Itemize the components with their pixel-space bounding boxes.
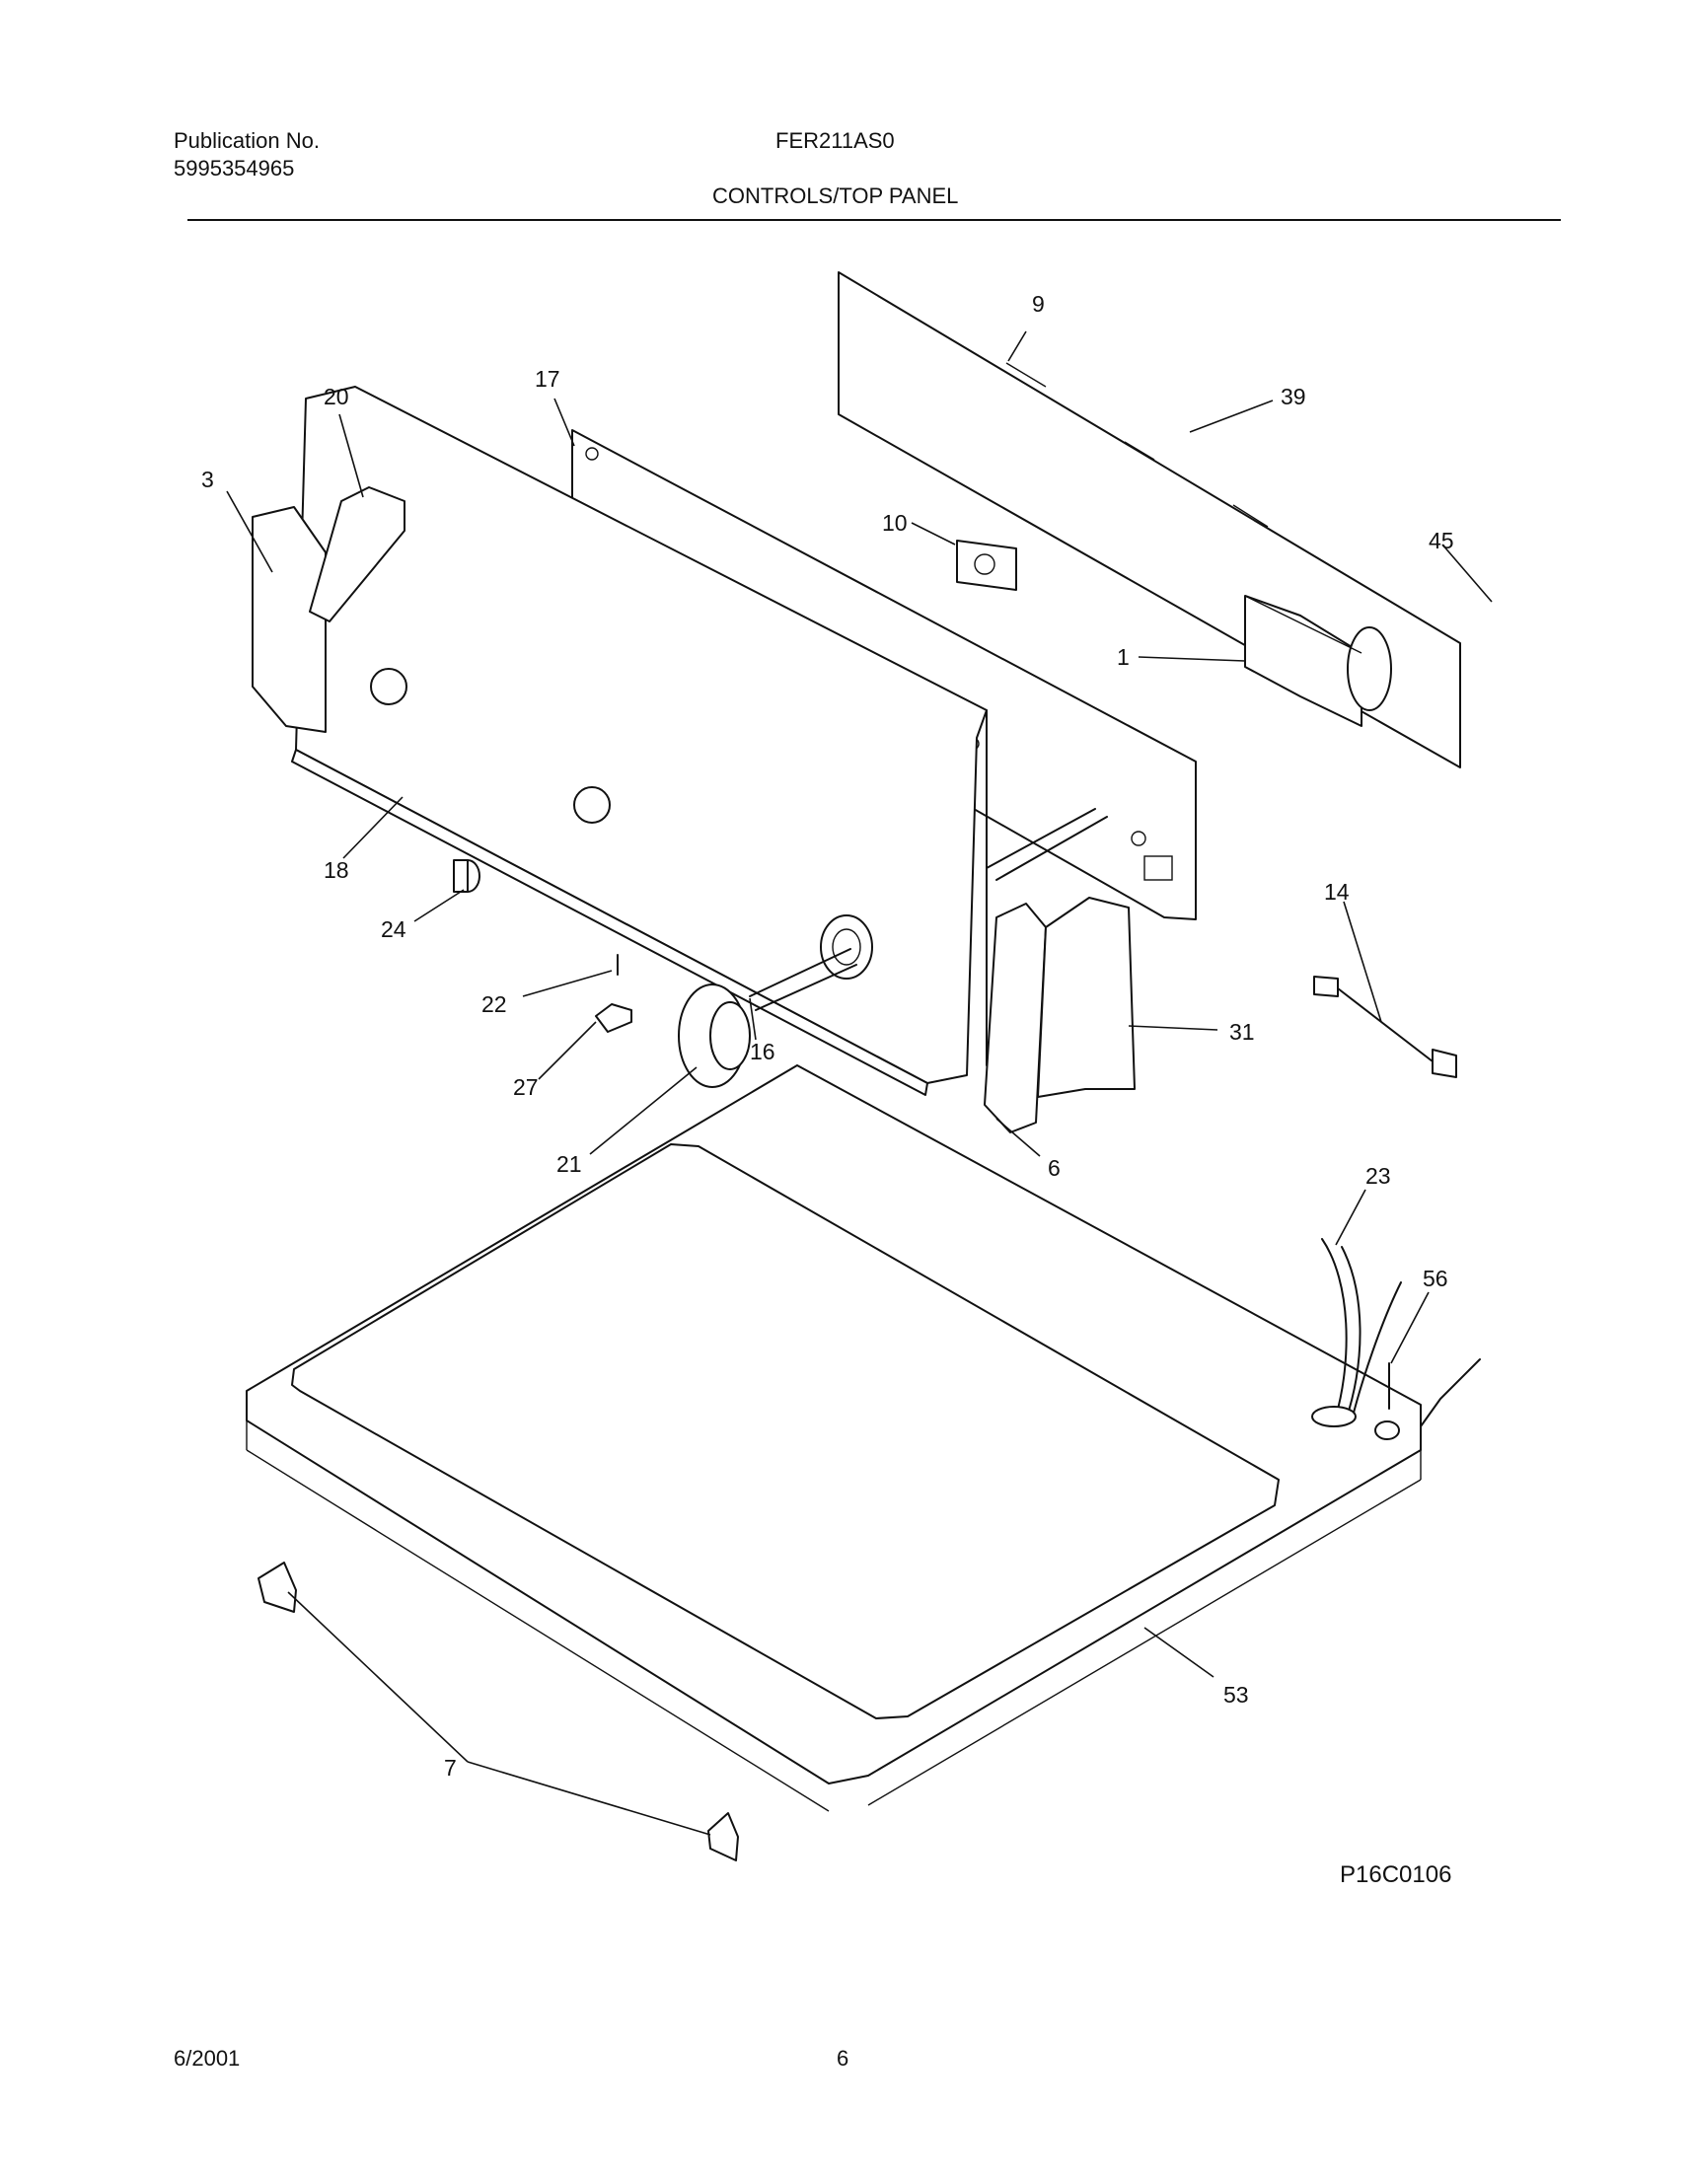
callout-39: 39 xyxy=(1281,384,1306,409)
page-number: 6 xyxy=(837,2046,849,2071)
wire-harness xyxy=(1311,1238,1481,1440)
callout-1: 1 xyxy=(1117,644,1130,670)
header-rule xyxy=(187,219,1561,221)
callout-21: 21 xyxy=(556,1151,582,1177)
model-number: FER211AS0 xyxy=(775,128,895,153)
callout-27: 27 xyxy=(513,1074,539,1100)
top-panel xyxy=(246,1064,1422,1812)
right-end-cap xyxy=(984,897,1136,1133)
timer xyxy=(1244,595,1392,727)
callout-7: 7 xyxy=(444,1755,457,1781)
callout-56: 56 xyxy=(1423,1266,1448,1291)
callout-45: 45 xyxy=(1429,528,1454,553)
footer-date: 6/2001 xyxy=(174,2046,241,2071)
callout-leaders xyxy=(226,330,1493,1836)
knobs-and-clips xyxy=(453,859,751,1088)
terminal-strip xyxy=(1313,976,1457,1078)
callout-10: 10 xyxy=(882,510,908,536)
callout-14: 14 xyxy=(1324,879,1350,905)
callout-3: 3 xyxy=(201,467,214,492)
publication-label: Publication No. xyxy=(174,128,320,153)
callout-9: 9 xyxy=(1032,291,1045,317)
shafts xyxy=(749,808,1108,1011)
callout-24: 24 xyxy=(381,916,406,942)
callout-53: 53 xyxy=(1223,1682,1249,1708)
callout-17: 17 xyxy=(535,366,560,392)
callout-20: 20 xyxy=(324,384,349,409)
section-title: CONTROLS/TOP PANEL xyxy=(712,183,959,208)
callout-23: 23 xyxy=(1365,1163,1391,1189)
callout-6: 6 xyxy=(1048,1155,1061,1181)
callout-16: 16 xyxy=(750,1039,775,1064)
callout-labels: 9 39 17 20 3 10 45 1 18 14 24 22 16 31 2… xyxy=(201,291,1454,1781)
left-end-cap xyxy=(252,486,405,733)
control-panel-front xyxy=(291,386,988,1096)
switch xyxy=(956,540,1017,591)
figure-code: P16C0106 xyxy=(1340,1861,1452,1888)
callout-31: 31 xyxy=(1229,1019,1255,1045)
leveling-legs xyxy=(258,1562,739,1861)
publication-number: 5995354965 xyxy=(174,156,295,181)
callout-22: 22 xyxy=(481,991,507,1017)
callout-18: 18 xyxy=(324,857,349,883)
